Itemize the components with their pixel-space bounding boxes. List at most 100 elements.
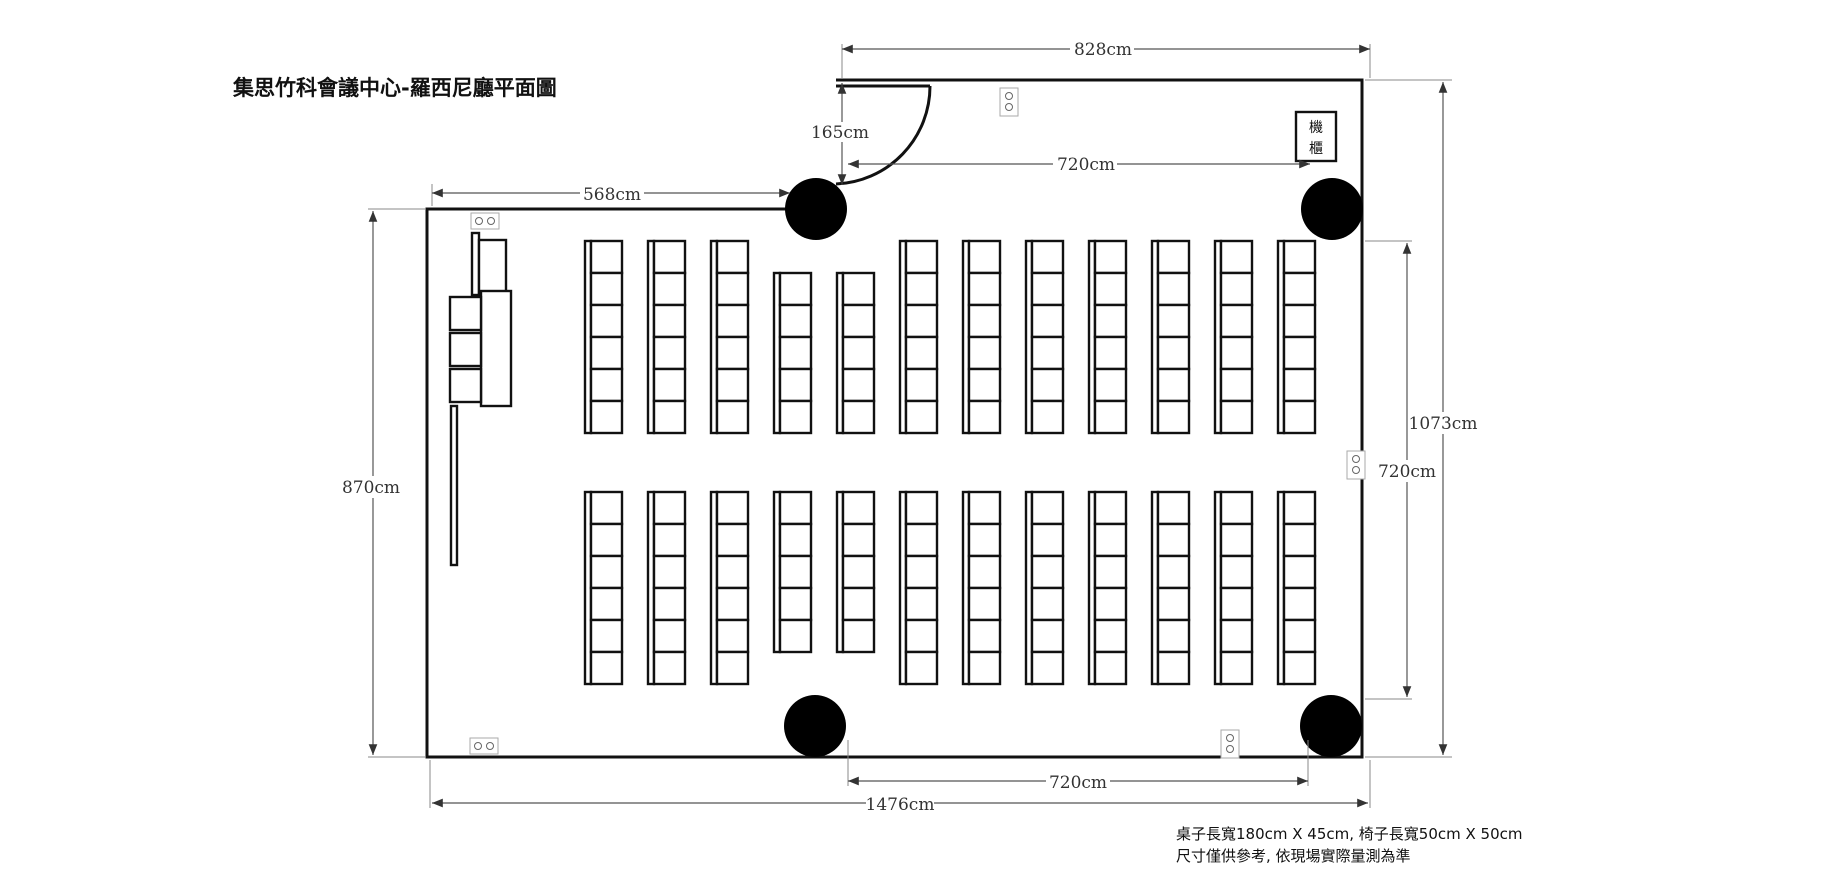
- chair: [904, 239, 939, 275]
- chair: [1219, 586, 1254, 622]
- chair: [1156, 618, 1191, 654]
- chair: [589, 399, 624, 435]
- pillar: [785, 178, 847, 240]
- chair: [904, 367, 939, 403]
- chair: [1282, 586, 1317, 622]
- seating-row: [1213, 490, 1254, 686]
- chair: [1030, 554, 1065, 590]
- dim-inner-top: 720cm: [1057, 155, 1115, 175]
- outlet-icon: [999, 87, 1019, 117]
- dim-left-top: 568cm: [583, 185, 641, 205]
- chair: [967, 650, 1002, 686]
- chair: [1030, 367, 1065, 403]
- chair: [841, 554, 876, 590]
- chair: [841, 618, 876, 654]
- chair: [1156, 490, 1191, 526]
- chair: [1156, 650, 1191, 686]
- chair: [715, 239, 750, 275]
- outlets: [469, 87, 1366, 759]
- chair: [1030, 303, 1065, 339]
- chair: [1030, 522, 1065, 558]
- seating-row: [1150, 490, 1191, 686]
- chair: [841, 522, 876, 558]
- chair: [1219, 239, 1254, 275]
- chair: [715, 303, 750, 339]
- chair: [589, 271, 624, 307]
- chair: [652, 618, 687, 654]
- chair: [778, 303, 813, 339]
- chair: [1156, 239, 1191, 275]
- chair: [1282, 399, 1317, 435]
- dim-top-width: 828cm: [1074, 40, 1132, 60]
- chair: [1093, 335, 1128, 371]
- chair: [967, 303, 1002, 339]
- chair: [589, 239, 624, 275]
- notes: 桌子長寬180cm X 45cm, 椅子長寬50cm X 50cm 尺寸僅供參考…: [1176, 825, 1523, 865]
- chair: [715, 522, 750, 558]
- chair: [967, 618, 1002, 654]
- seating-row: [898, 490, 939, 686]
- chair: [589, 554, 624, 590]
- chair: [904, 271, 939, 307]
- chair: [1030, 586, 1065, 622]
- chair: [904, 399, 939, 435]
- door[interactable]: [835, 84, 932, 186]
- chair: [967, 586, 1002, 622]
- chair: [967, 271, 1002, 307]
- chair: [1219, 399, 1254, 435]
- chair: [1093, 650, 1128, 686]
- chair: [778, 522, 813, 558]
- chair: [1093, 554, 1128, 590]
- seating-row: [646, 490, 687, 686]
- chair: [841, 303, 876, 339]
- chair: [589, 303, 624, 339]
- chair: [589, 335, 624, 371]
- seating-row: [646, 239, 687, 435]
- chair: [967, 399, 1002, 435]
- chair: [652, 586, 687, 622]
- chair: [967, 239, 1002, 275]
- chair: [715, 490, 750, 526]
- chair: [1219, 335, 1254, 371]
- chair: [1219, 522, 1254, 558]
- chair: [1219, 367, 1254, 403]
- chair: [967, 335, 1002, 371]
- chair: [652, 650, 687, 686]
- chair: [1156, 399, 1191, 435]
- dim-door-depth: 165cm: [811, 123, 869, 143]
- dim-left-height: 870cm: [342, 478, 400, 498]
- seating-row: [961, 490, 1002, 686]
- chair: [589, 367, 624, 403]
- chair: [652, 522, 687, 558]
- chair: [715, 586, 750, 622]
- chair: [778, 271, 813, 307]
- seating-row: [1276, 490, 1317, 686]
- chair: [1282, 522, 1317, 558]
- chair: [967, 490, 1002, 526]
- chair: [1030, 650, 1065, 686]
- chair: [1282, 650, 1317, 686]
- chair: [841, 399, 876, 435]
- seating-row: [583, 490, 624, 686]
- chair: [1156, 522, 1191, 558]
- chair: [1093, 271, 1128, 307]
- dim-bottom-total: 1476cm: [866, 795, 935, 815]
- seating-row: [961, 239, 1002, 435]
- cabinet-label-line1: 機: [1309, 120, 1323, 136]
- chair: [904, 490, 939, 526]
- chair: [1030, 618, 1065, 654]
- plan-title: 集思竹科會議中心-羅西尼廳平面圖: [232, 76, 557, 100]
- equipment-cabinet: 機 櫃: [1294, 110, 1338, 163]
- chair: [1282, 335, 1317, 371]
- seating-row: [1087, 490, 1128, 686]
- chair: [1030, 271, 1065, 307]
- chair: [1282, 554, 1317, 590]
- chair: [652, 399, 687, 435]
- chair: [589, 490, 624, 526]
- chair: [1030, 490, 1065, 526]
- chair: [1093, 303, 1128, 339]
- chair: [904, 303, 939, 339]
- chair: [1093, 618, 1128, 654]
- seating-row: [772, 490, 813, 654]
